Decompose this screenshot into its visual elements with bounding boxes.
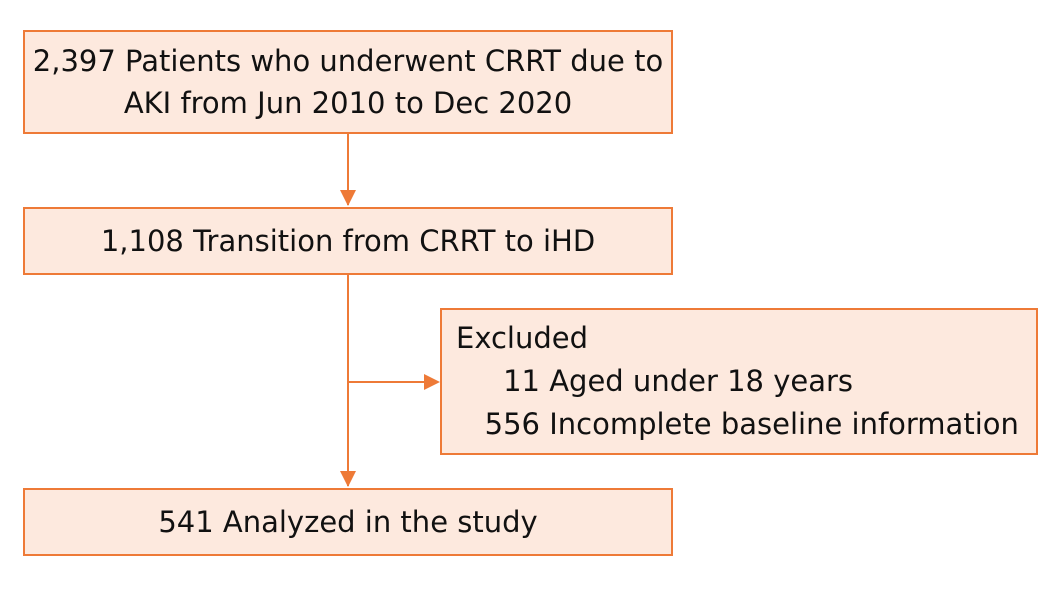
transition-label: 1,108 Transition from CRRT to iHD <box>100 224 596 258</box>
excluded-item-age: 11 Aged under 18 years <box>456 360 853 403</box>
excluded-label-age: Aged under 18 years <box>549 364 854 398</box>
analyzed-label: 541 Analyzed in the study <box>158 505 538 539</box>
box-transition-ihd: 1,108 Transition from CRRT to iHD <box>23 207 673 275</box>
box-analyzed: 541 Analyzed in the study <box>23 488 673 556</box>
excluded-count-baseline: 556 <box>484 407 540 441</box>
arrowhead-excluded <box>424 374 440 390</box>
excluded-count-age: 11 <box>503 364 540 398</box>
arrowhead-transition <box>340 190 356 206</box>
excluded-title: Excluded <box>456 321 589 355</box>
box-patients-crrt: 2,397 Patients who underwent CRRT due to… <box>23 30 673 134</box>
patients-line-2: AKI from Jun 2010 to Dec 2020 <box>123 86 573 120</box>
arrowhead-analyzed <box>340 471 356 487</box>
excluded-item-baseline: 556 Incomplete baseline information <box>456 403 1019 446</box>
box-excluded: Excluded 11 Aged under 18 years 556 Inco… <box>440 308 1038 455</box>
excluded-label-baseline: Incomplete baseline information <box>549 407 1019 441</box>
patients-line-1: 2,397 Patients who underwent CRRT due to <box>32 44 664 78</box>
